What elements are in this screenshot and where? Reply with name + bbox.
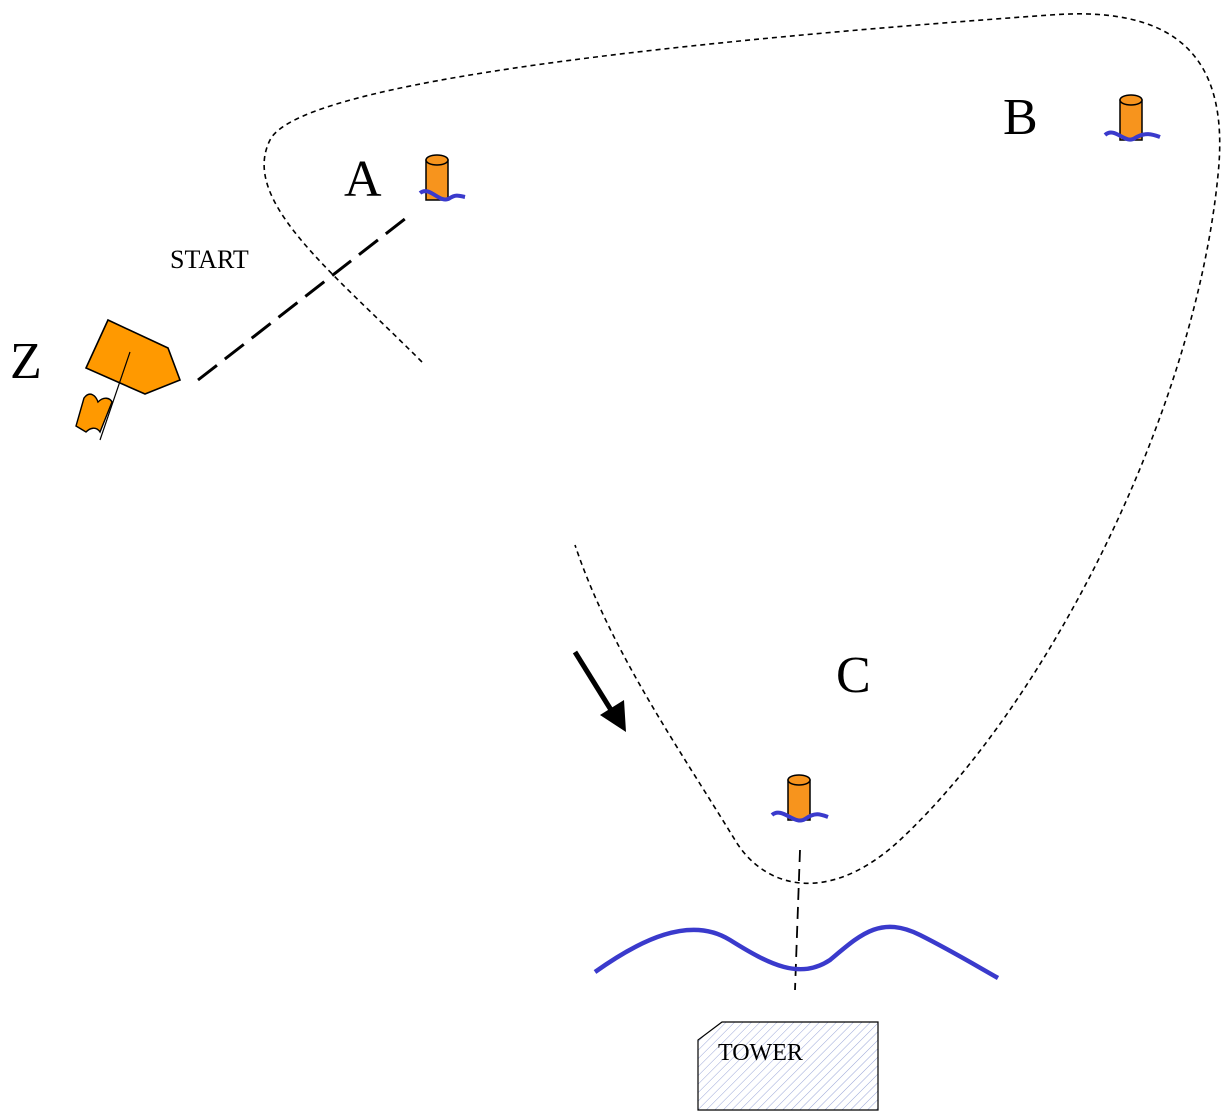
committee-boat-icon — [75, 318, 182, 441]
shore-wave — [593, 924, 1000, 980]
boat-z-label: Z — [10, 333, 42, 390]
course-loop-line — [263, 13, 1221, 885]
tower-label: TOWER — [718, 1040, 803, 1066]
mark-c-label: C — [836, 647, 871, 704]
buoy-b-icon — [1103, 94, 1161, 142]
finish-line — [794, 849, 801, 991]
buoy-a-icon — [418, 154, 466, 202]
start-line — [197, 213, 411, 382]
wind-arrow-icon — [572, 650, 626, 732]
start-label: START — [170, 245, 249, 274]
tower-building-icon — [697, 1021, 879, 1111]
mark-b-label: B — [1003, 89, 1038, 146]
mark-a-label: A — [344, 151, 382, 208]
buoy-c-icon — [770, 774, 829, 823]
